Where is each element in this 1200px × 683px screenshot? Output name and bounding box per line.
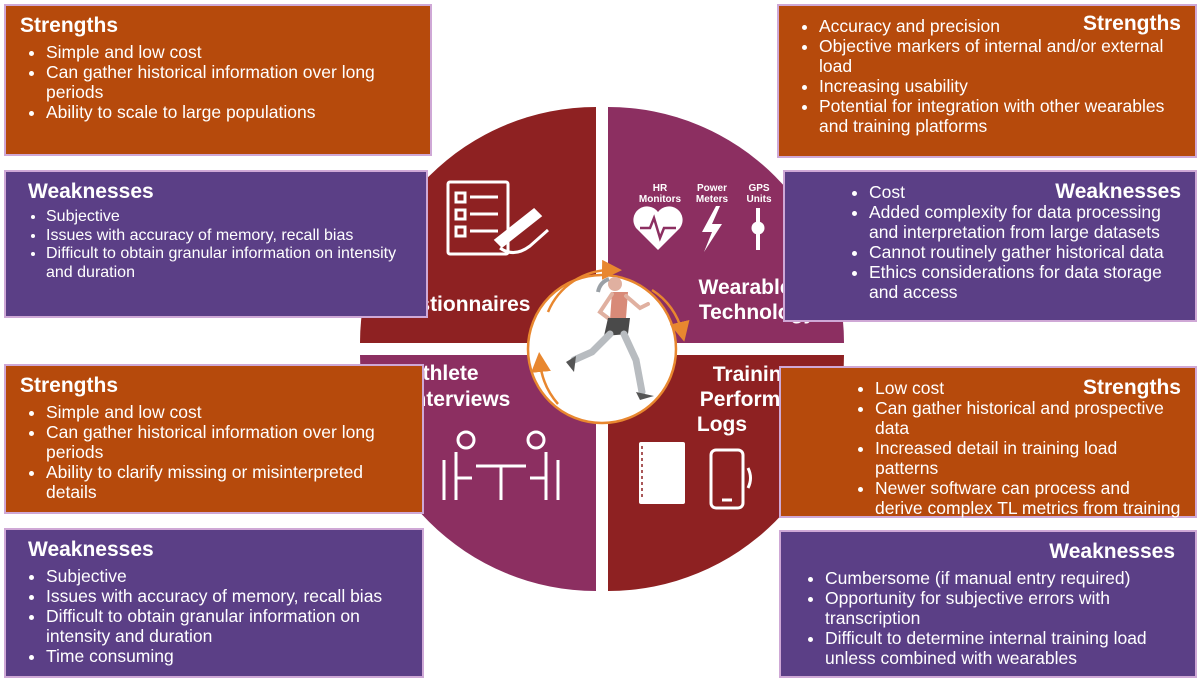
- gps-units-label: GPS: [748, 183, 769, 194]
- svg-text:Meters: Meters: [696, 194, 729, 205]
- interviews-weaknesses-list: Subjective Issues with accuracy of memor…: [20, 566, 408, 666]
- list-item: Potential for integration with other wea…: [819, 96, 1181, 136]
- notebook-icon: [639, 442, 685, 504]
- interview-people-icon: [442, 430, 560, 500]
- list-item: Subjective: [46, 566, 408, 586]
- list-item: Ability to scale to large populations: [46, 102, 416, 122]
- list-item: Subjective: [46, 208, 412, 227]
- list-item: Difficult to determine internal training…: [825, 628, 1181, 668]
- logs-strengths-title: Strengths: [1082, 376, 1181, 399]
- wearable-strengths-box: Strengths Accuracy and precision Objecti…: [777, 4, 1197, 158]
- wearable-label-line1: Wearable: [699, 276, 792, 299]
- list-item: Time consuming: [46, 646, 408, 666]
- interviews-weaknesses-box: Weaknesses Subjective Issues with accura…: [4, 528, 424, 678]
- interviews-strengths-list: Simple and low cost Can gather historica…: [20, 402, 408, 502]
- heart-icon: [633, 206, 683, 250]
- interviews-weaknesses-title: Weaknesses: [28, 538, 154, 561]
- hr-monitors-label: HR: [653, 183, 668, 194]
- list-item: Can gather historical information over l…: [46, 422, 408, 462]
- list-item: Cost: [869, 182, 1181, 202]
- list-item: Issues with accuracy of memory, recall b…: [46, 586, 408, 606]
- list-item: Difficult to obtain granular information…: [46, 245, 412, 264]
- interviews-label-line2: Interviews: [408, 388, 511, 411]
- list-item: Opportunity for subjective errors with t…: [825, 588, 1181, 628]
- runner-icon: [566, 277, 654, 400]
- interviews-strengths-title: Strengths: [20, 374, 119, 397]
- center-circle: [526, 273, 678, 425]
- cycle-arrow-left: [530, 352, 559, 405]
- questionnaires-strengths-title: Strengths: [20, 14, 119, 37]
- list-item: Newer software can process and derive co…: [875, 478, 1181, 538]
- wearable-strengths-list: Accuracy and precision Objective markers…: [793, 16, 1181, 136]
- list-item: Ethics considerations for data storage a…: [869, 262, 1181, 302]
- svg-text:Monitors: Monitors: [639, 194, 682, 205]
- list-item: Ability to clarify missing or misinterpr…: [46, 462, 408, 502]
- logs-weaknesses-box: Weaknesses Cumbersome (if manual entry r…: [779, 530, 1197, 678]
- list-item: Simple and low cost: [46, 42, 416, 62]
- gps-unit-icon: [751, 208, 765, 250]
- wearable-weaknesses-title: Weaknesses: [1055, 180, 1181, 203]
- power-meters-label: Power: [697, 183, 727, 194]
- smartphone-icon: [709, 448, 752, 510]
- interviews-strengths-box: Strengths Simple and low cost Can gather…: [4, 364, 424, 514]
- list-item: Cumbersome (if manual entry required): [825, 568, 1181, 588]
- questionnaires-weaknesses-title: Weaknesses: [28, 180, 154, 203]
- interviews-label-line1: Athlete: [407, 362, 478, 385]
- list-item: Low cost: [875, 378, 1181, 398]
- wearable-icon-labels: HR Monitors Power Meters GPS Units: [639, 183, 772, 205]
- list-item: Added complexity for data processing and…: [869, 202, 1181, 242]
- list-item: Increasing usability: [819, 76, 1181, 96]
- logs-strengths-box: Strengths Low cost Can gather historical…: [779, 366, 1197, 538]
- lightning-bolt-icon: [702, 206, 722, 252]
- logs-weaknesses-title: Weaknesses: [1049, 540, 1175, 563]
- logs-strengths-list: Low cost Can gather historical and prosp…: [849, 378, 1181, 538]
- list-item: Can gather historical information over l…: [46, 62, 416, 102]
- cycle-arrow-top: [546, 259, 622, 313]
- list-item: Simple and low cost: [46, 402, 408, 422]
- list-item: Increased detail in training load patter…: [875, 438, 1181, 478]
- list-item: Cannot routinely gather historical data: [869, 242, 1181, 262]
- list-item: Objective markers of internal and/or ext…: [819, 36, 1181, 76]
- wearable-weaknesses-box: Weaknesses Cost Added complexity for dat…: [783, 170, 1197, 322]
- list-item-continued: and duration: [46, 263, 135, 281]
- logs-weaknesses-list: Cumbersome (if manual entry required) Op…: [799, 568, 1181, 668]
- questionnaires-strengths-box: Strengths Simple and low cost Can gather…: [4, 4, 432, 156]
- questionnaires-strengths-list: Simple and low cost Can gather historica…: [20, 42, 416, 122]
- questionnaire-checklist-icon: [446, 180, 549, 256]
- list-item: Difficult to obtain granular information…: [46, 606, 408, 646]
- svg-text:Units: Units: [747, 194, 772, 205]
- wearable-strengths-title: Strengths: [1082, 12, 1181, 35]
- cycle-arrow-right: [651, 288, 690, 342]
- list-item: Can gather historical and prospective da…: [875, 398, 1181, 438]
- logs-label-line3: Logs: [697, 413, 747, 436]
- questionnaires-weaknesses-box: Weaknesses Subjective Issues with accura…: [4, 170, 428, 318]
- list-item: Accuracy and precision: [819, 16, 1181, 36]
- questionnaires-weaknesses-list: Subjective Issues with accuracy of memor…: [20, 208, 412, 282]
- wearable-weaknesses-list: Cost Added complexity for data processin…: [843, 182, 1181, 302]
- list-item: Issues with accuracy of memory, recall b…: [46, 227, 412, 246]
